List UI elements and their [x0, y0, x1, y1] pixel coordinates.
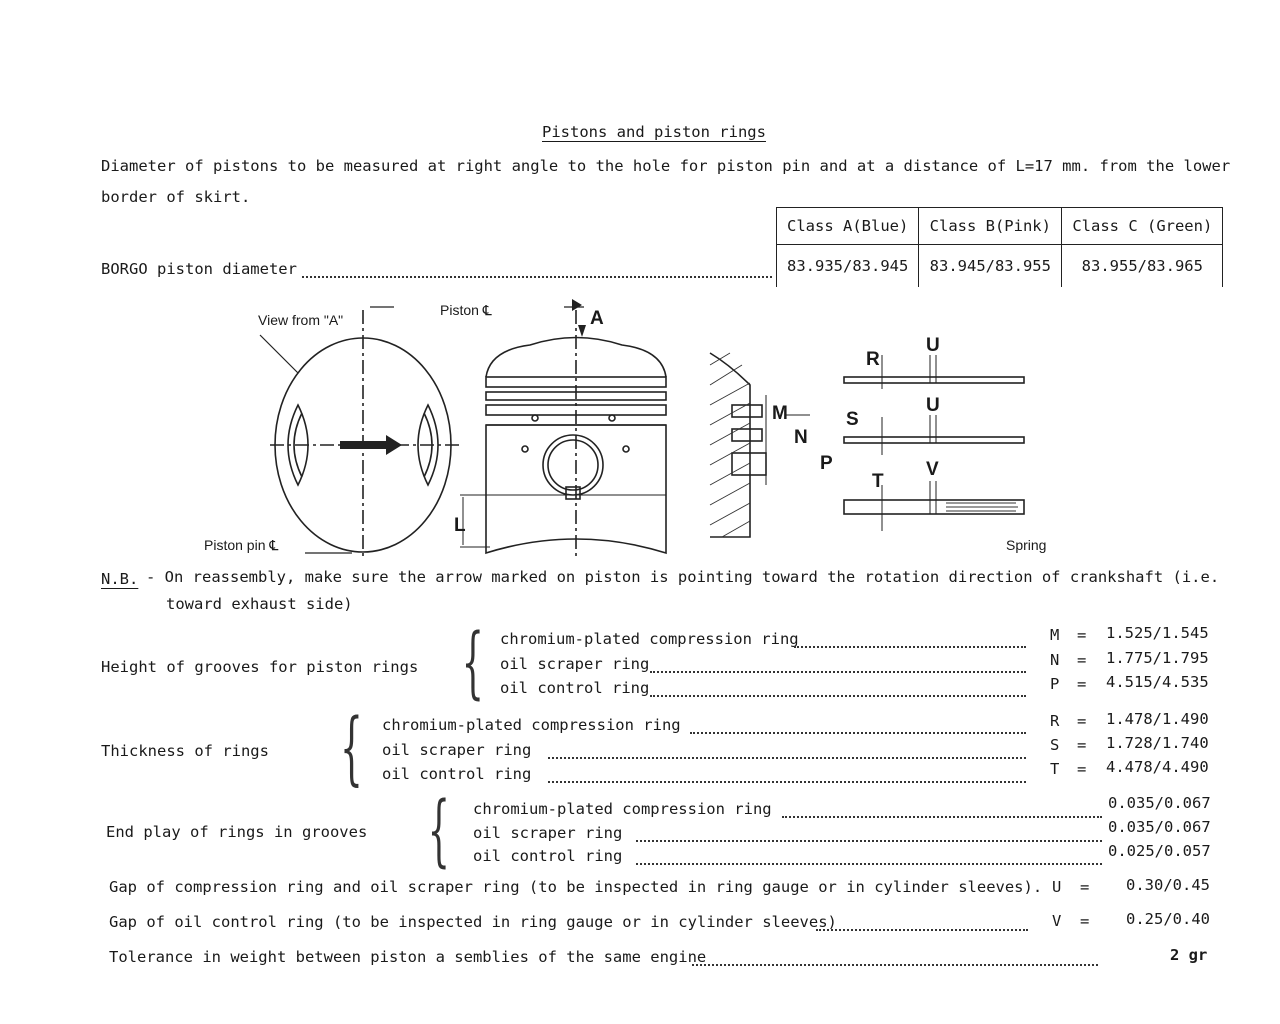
class-a-header: Class A(Blue)	[775, 207, 920, 245]
grooves-label: Height of grooves for piston rings	[101, 658, 419, 676]
groove-m-label: M	[772, 403, 788, 424]
thickness-name: chromium-plated compression ring	[382, 716, 681, 734]
nb-label: N.B.	[101, 570, 139, 588]
ring-t-label: T	[872, 471, 884, 492]
thickness-eq: =	[1077, 736, 1087, 754]
weight-label: Tolerance in weight between piston a sem…	[109, 948, 707, 966]
gap-compression-eq: =	[1080, 878, 1090, 896]
piston-centerline-label: Piston ℄	[440, 302, 492, 318]
class-b-header: Class B(Pink)	[918, 207, 1063, 245]
leader-dots	[690, 732, 1026, 734]
gap-compression-value: 0.30/0.45	[1126, 876, 1210, 894]
leader-dots	[794, 646, 1026, 648]
nb-line-1: - On reassembly, make sure the arrow mar…	[146, 568, 1220, 586]
groove-n-label: N	[794, 427, 808, 448]
thickness-name: oil scraper ring	[382, 741, 532, 759]
leader-dots	[636, 840, 1102, 842]
ring-r-label: R	[866, 349, 880, 370]
intro-line-2: border of skirt.	[101, 188, 251, 206]
groove-sym: M	[1050, 626, 1060, 644]
thickness-label: Thickness of rings	[101, 742, 269, 760]
groove-p-label: P	[820, 453, 833, 474]
gap-oil-label: Gap of oil control ring (to be inspected…	[109, 913, 837, 931]
thickness-sym: S	[1050, 736, 1060, 754]
gap-compression-sym: U	[1052, 878, 1062, 896]
brace-thickness: {	[339, 701, 363, 794]
leader-dots	[650, 695, 1026, 697]
gap-u1-label: U	[926, 335, 940, 356]
groove-eq: =	[1077, 675, 1087, 693]
groove-sym: N	[1050, 651, 1060, 669]
gap-oil-eq: =	[1080, 912, 1090, 930]
groove-value: 4.515/4.535	[1106, 673, 1209, 691]
endplay-value: 0.035/0.067	[1108, 794, 1211, 812]
intro-line-1: Diameter of pistons to be measured at ri…	[101, 157, 1231, 175]
endplay-name: oil scraper ring	[473, 824, 623, 842]
endplay-value: 0.025/0.057	[1108, 842, 1211, 860]
spring-label: Spring	[1006, 537, 1046, 553]
dim-l-label: L	[454, 515, 466, 536]
thickness-value: 4.478/4.490	[1106, 758, 1209, 776]
thickness-value: 1.478/1.490	[1106, 710, 1209, 728]
piston-class-table: Class A(Blue) Class B(Pink) Class C (Gre…	[775, 207, 1224, 287]
endplay-name: chromium-plated compression ring	[473, 800, 772, 818]
groove-eq: =	[1077, 651, 1087, 669]
leader-dots	[816, 929, 1028, 931]
groove-name: oil control ring	[500, 679, 650, 697]
leader-dots	[782, 816, 1102, 818]
ring-s-label: S	[846, 409, 859, 430]
brace-grooves: {	[461, 618, 484, 708]
gap-oil-sym: V	[1052, 912, 1062, 930]
thickness-sym: T	[1050, 760, 1060, 778]
leader-dots	[636, 863, 1102, 865]
groove-name: oil scraper ring	[500, 655, 650, 673]
groove-value: 1.525/1.545	[1106, 624, 1209, 642]
class-c-header: Class C (Green)	[1061, 207, 1224, 245]
endplay-value: 0.035/0.067	[1108, 818, 1211, 836]
leader-dots	[650, 671, 1026, 673]
view-from-a-label: View from "A"	[258, 312, 343, 328]
thickness-eq: =	[1077, 760, 1087, 778]
piston-pin-centerline-label: Piston pin ℄	[204, 537, 278, 553]
thickness-eq: =	[1077, 712, 1087, 730]
arrow-a-label: A	[590, 308, 604, 329]
class-a-value: 83.935/83.945	[775, 244, 920, 287]
gap-oil-value: 0.25/0.40	[1126, 910, 1210, 928]
thickness-sym: R	[1050, 712, 1060, 730]
leader-dots	[548, 781, 1026, 783]
leader-dots	[302, 276, 772, 278]
gap-compression-label: Gap of compression ring and oil scraper …	[109, 878, 1043, 896]
gap-u2-label: U	[926, 395, 940, 416]
borgo-diameter-label: BORGO piston diameter	[101, 260, 297, 278]
gap-v-label: V	[926, 459, 939, 480]
groove-name: chromium-plated compression ring	[500, 630, 799, 648]
leader-dots	[692, 964, 1098, 966]
piston-diagram: View from "A" Piston ℄ Piston pin ℄ Spri…	[204, 299, 1046, 557]
groove-value: 1.775/1.795	[1106, 649, 1209, 667]
class-c-value: 83.955/83.965	[1061, 244, 1224, 287]
brace-endplay: {	[427, 786, 450, 876]
thickness-value: 1.728/1.740	[1106, 734, 1209, 752]
endplay-name: oil control ring	[473, 847, 623, 865]
weight-value: 2 gr	[1170, 946, 1208, 964]
page-title: Pistons and piston rings	[542, 123, 766, 141]
class-b-value: 83.945/83.955	[918, 244, 1063, 287]
endplay-label: End play of rings in grooves	[106, 823, 368, 841]
nb-line-2: toward exhaust side)	[166, 595, 353, 613]
groove-eq: =	[1077, 626, 1087, 644]
leader-dots	[548, 757, 1026, 759]
thickness-name: oil control ring	[382, 765, 532, 783]
groove-sym: P	[1050, 675, 1060, 693]
